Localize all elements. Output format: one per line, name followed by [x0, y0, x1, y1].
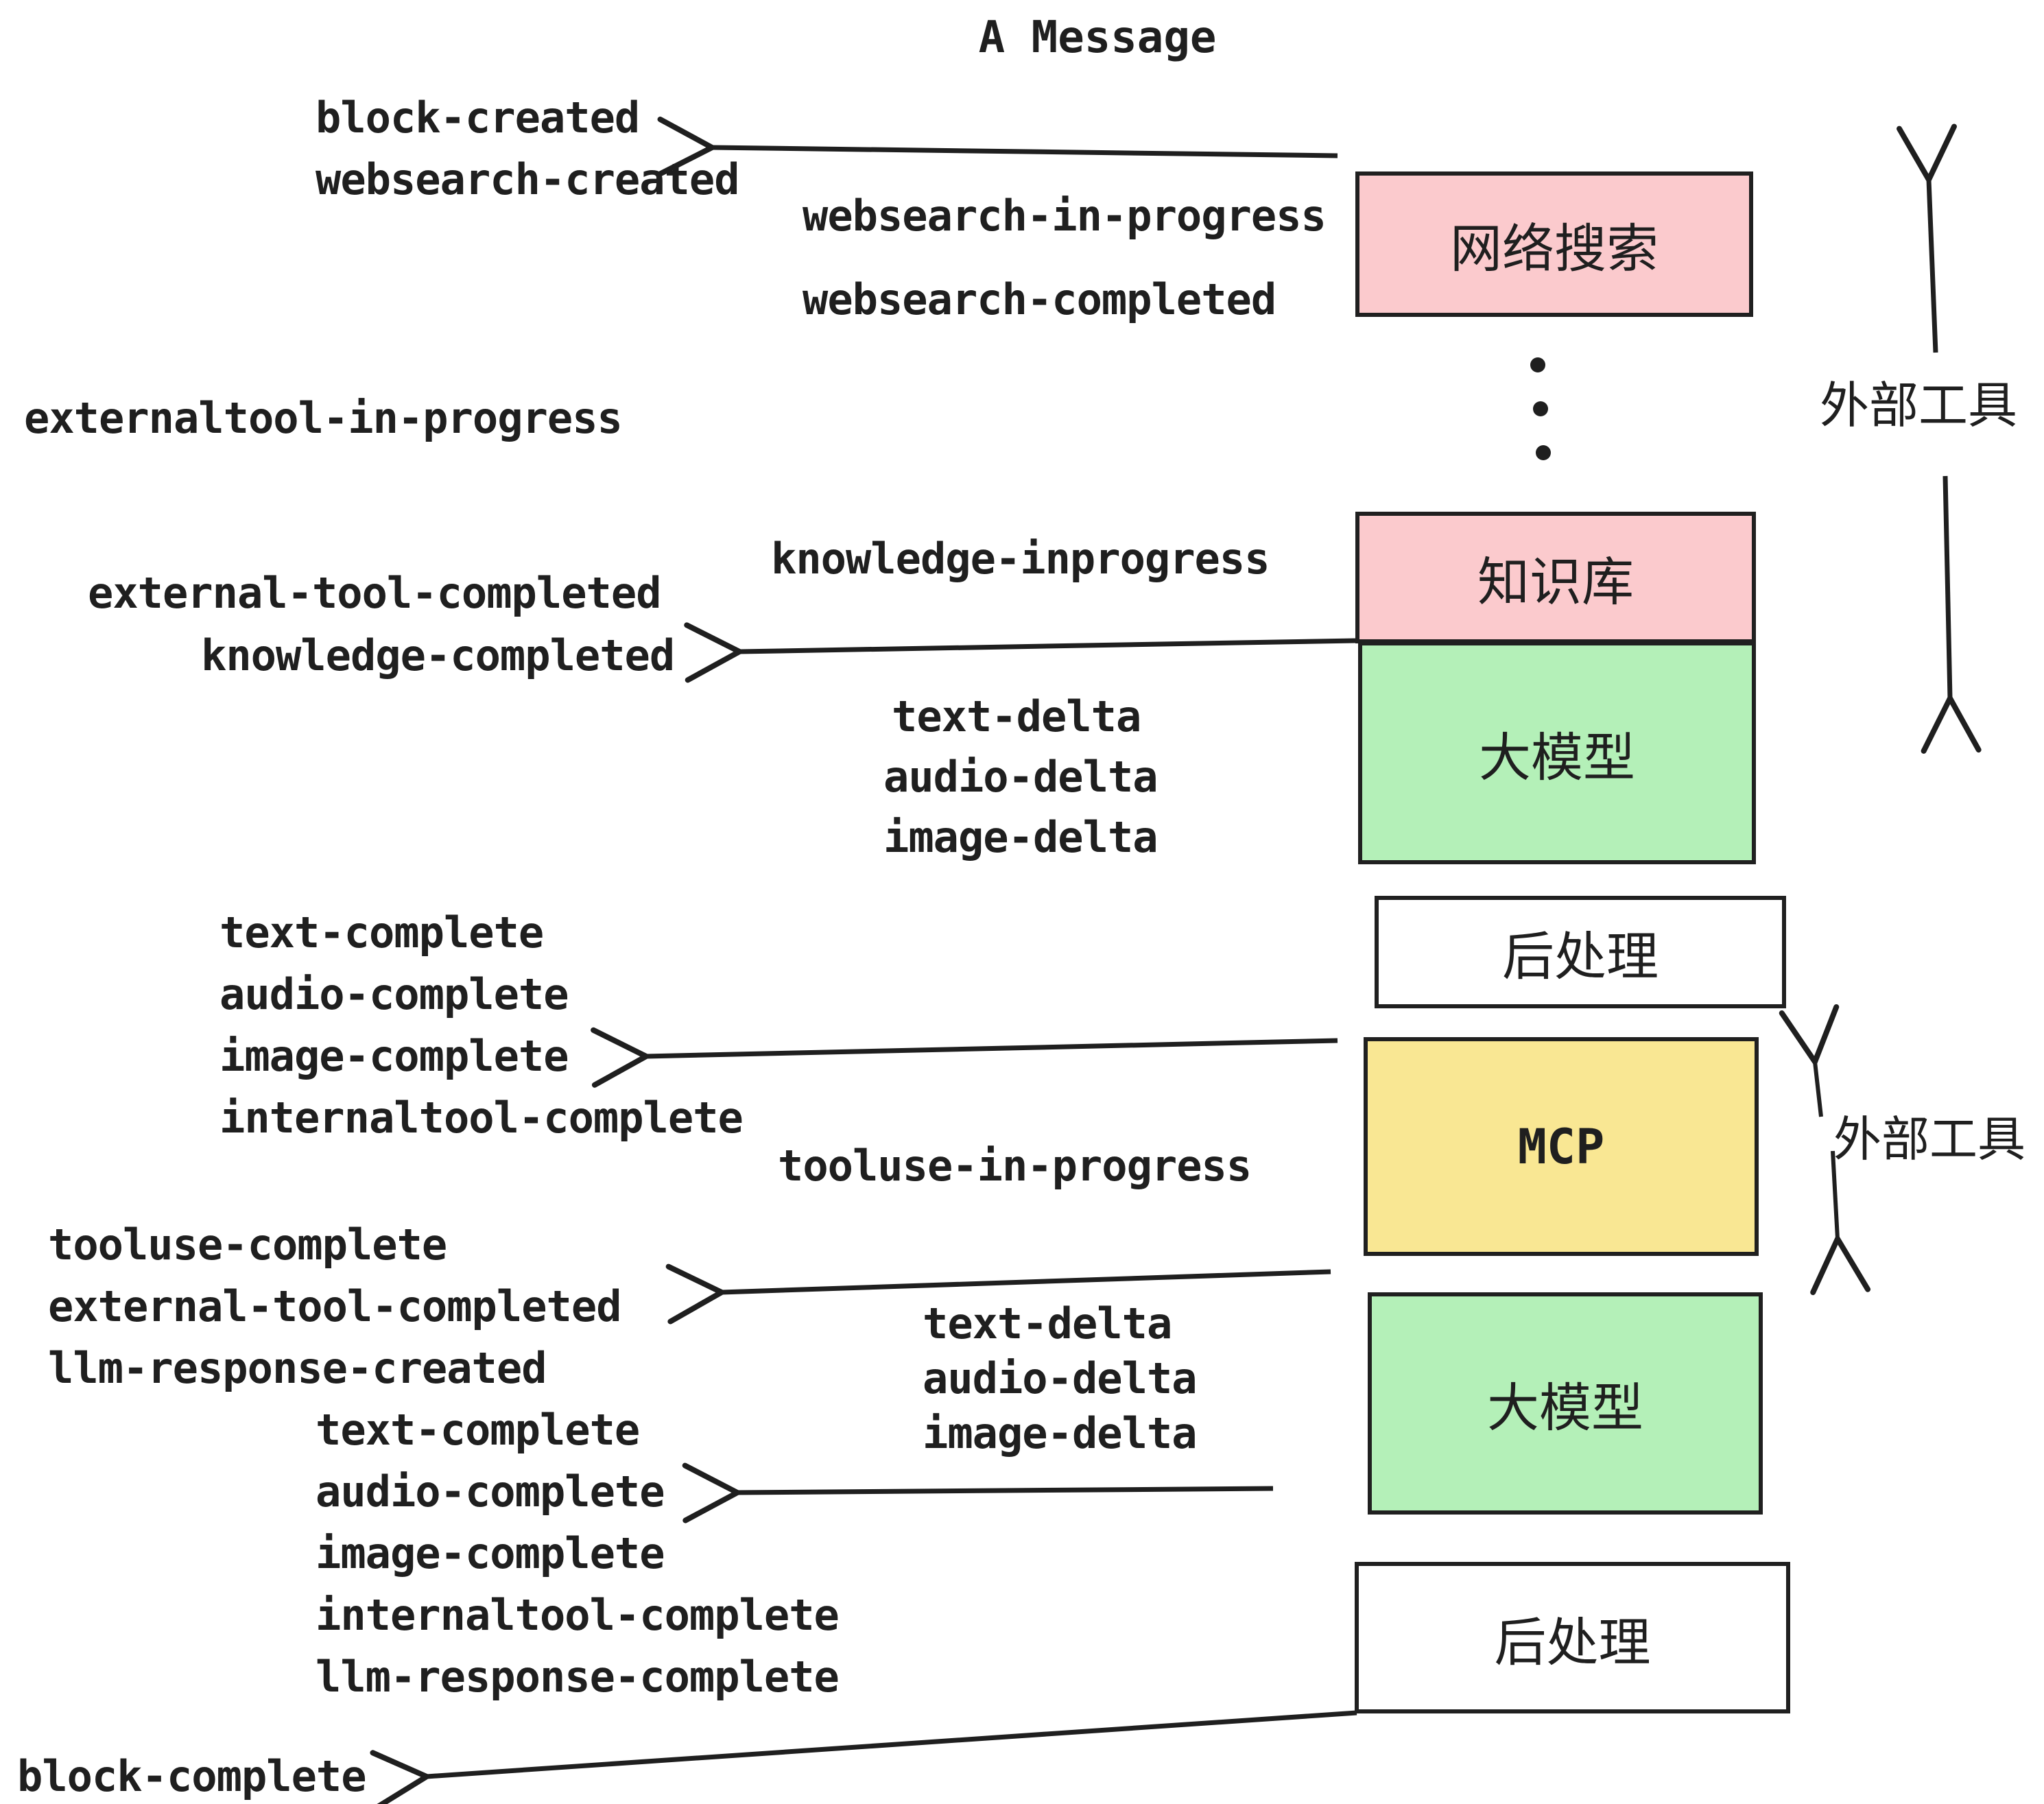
event-label-audio-complete-1: audio-complete [219, 969, 569, 1019]
external-tools-up-arrow-1 [1897, 123, 1957, 353]
box-postprocess-2: 后处理 [1355, 1562, 1790, 1713]
event-label-tooluse-complete: tooluse-complete [48, 1220, 447, 1270]
arrow-to-image-complete [591, 1027, 1338, 1088]
event-label-text-complete-1: text-complete [219, 907, 544, 958]
event-label-audio-delta-2: audio-delta [923, 1353, 1198, 1403]
external-tools-up-arrow-2 [1779, 1004, 1840, 1117]
external-tools-label-1: 外部工具 [1820, 377, 2018, 434]
event-label-internaltool-complete-2: internaltool-complete [316, 1590, 840, 1640]
event-label-llm-response-created: llm-response-created [48, 1343, 547, 1393]
event-label-websearch-completed: websearch-completed [803, 274, 1276, 324]
event-label-llm-response-complete: llm-response-complete [316, 1652, 840, 1702]
event-label-image-delta-1: image-delta [883, 812, 1158, 862]
vertical-ellipsis-dots [1530, 357, 1551, 460]
event-label-block-complete: block-complete [17, 1751, 367, 1801]
box-mcp: MCP [1364, 1037, 1759, 1256]
event-label-externaltool-in-progress: externaltool-in-progress [24, 393, 623, 443]
event-label-text-complete-2: text-complete [316, 1405, 640, 1455]
diagram-title: A Message [978, 12, 1217, 63]
event-label-websearch-in-progress: websearch-in-progress [803, 191, 1327, 241]
external-tools-down-arrow-1 [1921, 475, 1982, 754]
event-label-image-complete-2: image-complete [316, 1528, 665, 1578]
event-label-external-tool-completed-1: external-tool-completed [88, 568, 662, 618]
event-label-knowledge-completed: knowledge-completed [201, 630, 675, 680]
event-label-image-delta-2: image-delta [923, 1408, 1198, 1458]
arrow-to-tooluse-complete [665, 1263, 1331, 1325]
event-label-image-complete-1: image-complete [219, 1031, 569, 1081]
event-label-knowledge-inprogress: knowledge-inprogress [771, 534, 1270, 584]
event-label-websearch-created: websearch-created [316, 154, 740, 204]
external-tools-label-2: 外部工具 [1833, 1111, 2025, 1167]
box-llm-1: 大模型 [1358, 641, 1756, 864]
arrow-websearch-to-block-created [656, 117, 1338, 177]
arrow-to-block-complete [370, 1710, 1357, 1804]
arrow-to-audio-complete [682, 1462, 1274, 1523]
arrow-to-knowledge-completed [684, 622, 1356, 683]
event-label-text-delta-1: text-delta [892, 691, 1141, 741]
box-postprocess-1: 后处理 [1375, 896, 1786, 1008]
event-label-text-delta-2: text-delta [923, 1298, 1172, 1349]
event-label-block-created: block-created [316, 93, 640, 143]
box-websearch: 网络搜索 [1355, 171, 1753, 317]
box-knowledge-base: 知识库 [1355, 512, 1756, 643]
event-label-internaltool-complete-1: internaltool-complete [219, 1093, 744, 1143]
box-llm-2: 大模型 [1368, 1292, 1763, 1515]
event-label-audio-complete-2: audio-complete [316, 1467, 665, 1517]
event-label-external-tool-completed-2: external-tool-completed [48, 1281, 622, 1331]
event-label-tooluse-in-progress: tooluse-in-progress [778, 1141, 1252, 1191]
event-label-audio-delta-1: audio-delta [883, 752, 1158, 802]
